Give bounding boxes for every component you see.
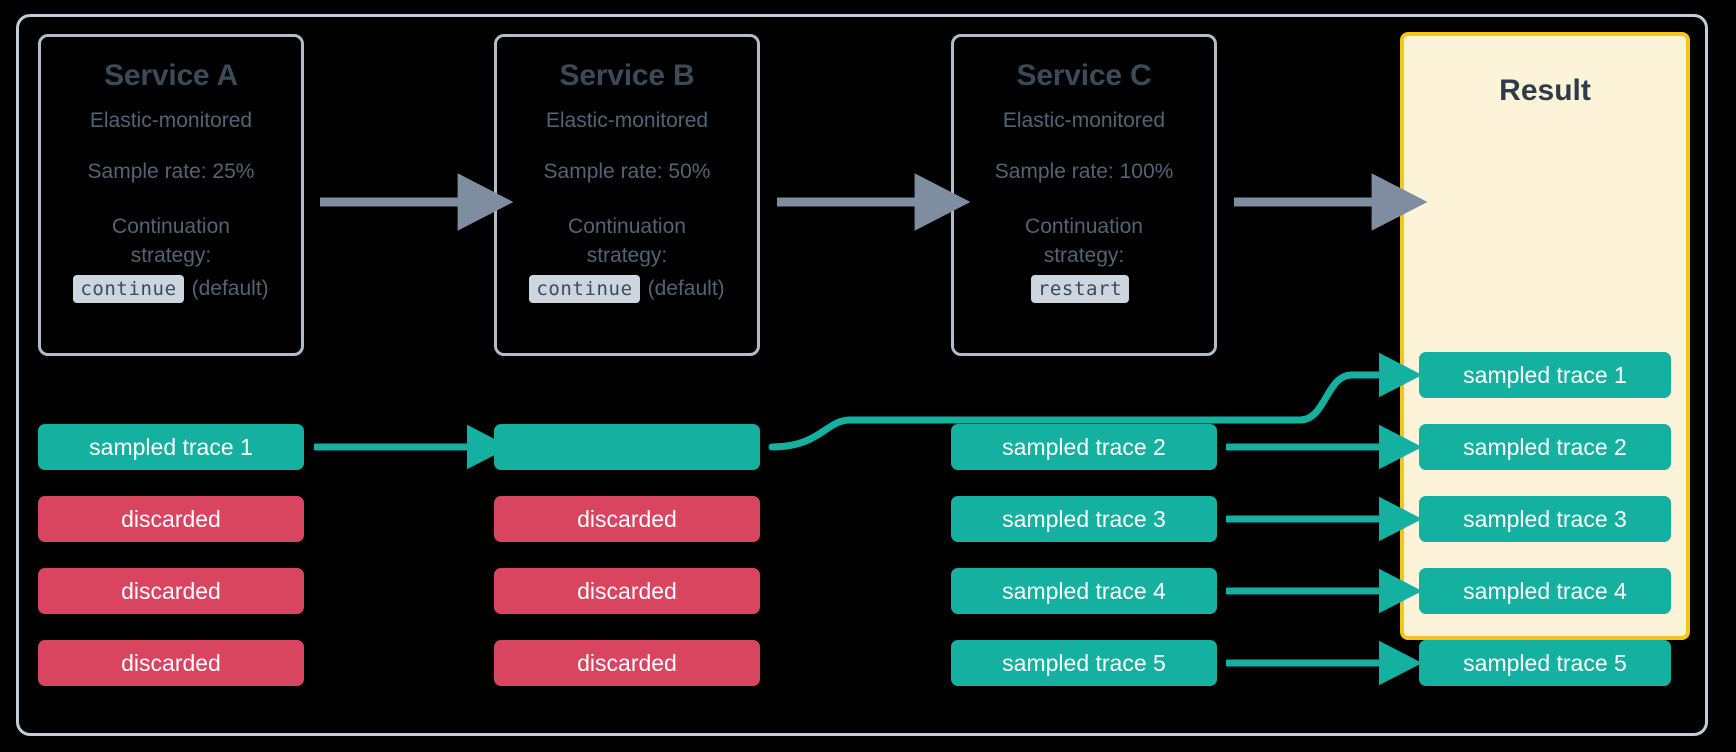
result-bar-1-label: sampled trace 1 — [1463, 361, 1627, 388]
service-c-bar-3-label: sampled trace 4 — [1002, 577, 1166, 604]
service-a-bar-4: discarded — [38, 640, 304, 686]
service-b-strategy-label: strategy: — [586, 243, 668, 267]
service-b-bar-2: discarded — [494, 496, 760, 542]
service-a-sample-rate: Sample rate: 25% — [87, 159, 255, 183]
service-c-strategy-code: restart — [1030, 274, 1130, 303]
service-box-b: Service B Elastic-monitored Sample rate:… — [494, 34, 760, 356]
result-title: Result — [1499, 74, 1591, 107]
service-c-bar-3: sampled trace 4 — [951, 568, 1217, 614]
result-bar-3: sampled trace 3 — [1419, 496, 1671, 542]
service-b-bar-2-label: discarded — [577, 505, 677, 532]
service-b-continuation-label: Continuation — [568, 214, 686, 238]
service-a-bar-2-label: discarded — [121, 505, 221, 532]
service-a-continuation-label: Continuation — [112, 214, 230, 238]
service-c-bar-4: sampled trace 5 — [951, 640, 1217, 686]
service-c-strategy-row: restart — [1030, 274, 1137, 303]
service-a-strategy-row: continue (default) — [73, 274, 269, 303]
service-c-bar-2: sampled trace 3 — [951, 496, 1217, 542]
service-b-bar-1 — [494, 424, 760, 470]
result-bar-4: sampled trace 4 — [1419, 568, 1671, 614]
result-bar-2: sampled trace 2 — [1419, 424, 1671, 470]
result-bar-5-label: sampled trace 5 — [1463, 649, 1627, 676]
service-c-bar-1: sampled trace 2 — [951, 424, 1217, 470]
service-b-sample-rate: Sample rate: 50% — [543, 159, 711, 183]
service-c-monitored: Elastic-monitored — [1002, 109, 1166, 132]
service-a-bar-4-label: discarded — [121, 649, 221, 676]
service-c-continuation-label: Continuation — [1025, 214, 1143, 238]
service-box-c: Service C Elastic-monitored Sample rate:… — [951, 34, 1217, 356]
service-b-strategy-note: (default) — [647, 276, 725, 300]
service-a-bar-3: discarded — [38, 568, 304, 614]
service-a-monitored: Elastic-monitored — [89, 109, 253, 132]
result-bar-5: sampled trace 5 — [1419, 640, 1671, 686]
service-box-a: Service A Elastic-monitored Sample rate:… — [38, 34, 304, 356]
service-c-bar-2-label: sampled trace 3 — [1002, 505, 1166, 532]
service-c-title: Service C — [1016, 59, 1152, 92]
service-b-monitored: Elastic-monitored — [545, 109, 709, 132]
service-a-bar-1: sampled trace 1 — [38, 424, 304, 470]
service-c-sample-rate: Sample rate: 100% — [994, 159, 1174, 183]
service-a-bar-3-label: discarded — [121, 577, 221, 604]
result-bar-2-label: sampled trace 2 — [1463, 433, 1627, 460]
diagram-outer-frame — [16, 14, 1708, 736]
service-b-strategy-row: continue (default) — [529, 274, 725, 303]
service-a-strategy-note: (default) — [191, 276, 269, 300]
service-b-bar-4-label: discarded — [577, 649, 677, 676]
service-b-bar-3-label: discarded — [577, 577, 677, 604]
result-box: Result — [1400, 32, 1690, 640]
service-a-title: Service A — [104, 59, 238, 92]
service-b-bar-3: discarded — [494, 568, 760, 614]
service-c-bar-4-label: sampled trace 5 — [1002, 649, 1166, 676]
service-b-strategy-code: continue — [529, 274, 640, 303]
result-bar-4-label: sampled trace 4 — [1463, 577, 1627, 604]
result-bar-1: sampled trace 1 — [1419, 352, 1671, 398]
service-c-strategy-label: strategy: — [1043, 243, 1125, 267]
service-a-strategy-code: continue — [73, 274, 184, 303]
service-a-bar-2: discarded — [38, 496, 304, 542]
result-bar-3-label: sampled trace 3 — [1463, 505, 1627, 532]
service-a-strategy-label: strategy: — [130, 243, 212, 267]
service-b-bar-4: discarded — [494, 640, 760, 686]
service-c-bar-1-label: sampled trace 2 — [1002, 433, 1166, 460]
service-b-title: Service B — [559, 59, 695, 92]
service-a-bar-1-label: sampled trace 1 — [89, 433, 253, 460]
